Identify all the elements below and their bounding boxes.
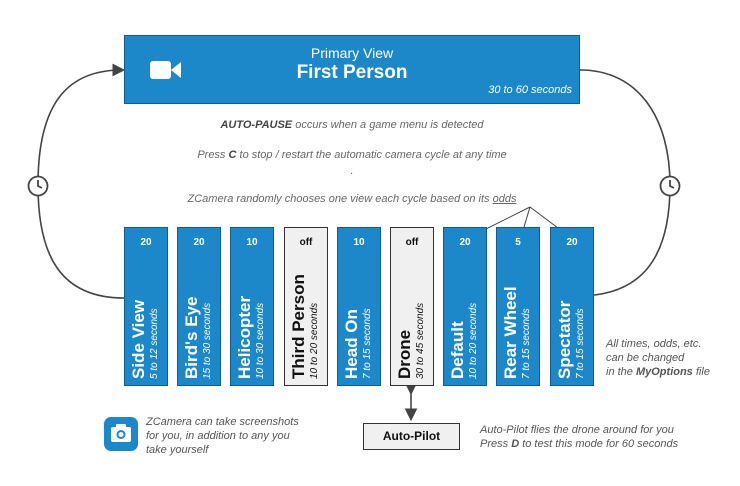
view-duration: 7 to 15 seconds xyxy=(575,308,586,379)
video-camera-icon xyxy=(149,58,183,82)
view-name: Head On xyxy=(342,309,361,379)
view-duration: 7 to 15 seconds xyxy=(521,308,532,379)
autopause-text: occurs when a game menu is detected xyxy=(292,119,484,131)
view-duration: 15 to 30 seconds xyxy=(202,302,213,379)
view-odds: off xyxy=(299,237,313,248)
options-note-line3: in the MyOptions file xyxy=(606,366,710,378)
primary-view-subtitle: Primary View xyxy=(310,45,394,61)
clock-icon xyxy=(27,175,49,197)
view-name: Default xyxy=(448,321,467,379)
autopilot-note-line2: Press D to test this mode for 60 seconds xyxy=(480,438,679,450)
odds-word: odds xyxy=(492,193,517,205)
view-name: Drone xyxy=(395,329,414,379)
view-odds: 20 xyxy=(459,237,471,248)
view-duration: 30 to 45 seconds xyxy=(415,302,426,379)
view-duration: 7 to 15 seconds xyxy=(362,308,373,379)
screenshot-note: ZCamera can take screenshots for you, in… xyxy=(146,415,299,457)
camera-icon xyxy=(104,417,138,451)
autopilot-box: Auto-Pilot xyxy=(363,423,460,450)
press-c-key: C xyxy=(228,149,237,161)
primary-view-box: Primary View First Person 30 to 60 secon… xyxy=(124,35,580,104)
view-name: Bird's Eye xyxy=(182,296,201,379)
view-odds: off xyxy=(405,237,419,248)
odds-note-text: ZCamera randomly chooses one view each c… xyxy=(187,193,493,205)
view-odds: 5 xyxy=(515,237,521,248)
view-odds: 10 xyxy=(353,237,365,248)
press-c-pre: Press xyxy=(197,149,229,161)
view-name: Rear Wheel xyxy=(501,286,520,379)
view-duration: 10 to 20 seconds xyxy=(468,302,479,379)
view-odds: 20 xyxy=(566,237,578,248)
press-c-text: to stop / restart the automatic camera c… xyxy=(236,149,507,161)
view-odds: 20 xyxy=(140,237,152,248)
myoptions-filename: MyOptions xyxy=(635,366,693,378)
primary-view-title: First Person xyxy=(296,62,408,83)
view-name: Helicopter xyxy=(235,295,254,379)
screenshot-note-line1: ZCamera can take screenshots xyxy=(146,416,299,428)
screenshot-note-line3: take yourself xyxy=(146,444,209,456)
autopilot-note: Auto-Pilot flies the drone around for yo… xyxy=(480,423,678,451)
view-odds: 10 xyxy=(246,237,258,248)
primary-view-time: 30 to 60 seconds xyxy=(488,84,572,96)
view-duration: 5 to 12 seconds xyxy=(149,308,160,379)
autopilot-note-line1: Auto-Pilot flies the drone around for yo… xyxy=(480,424,674,436)
view-duration: 10 to 20 seconds xyxy=(309,302,320,379)
odds-note: ZCamera randomly chooses one view each c… xyxy=(124,193,580,205)
options-note: All times, odds, etc. can be changed in … xyxy=(606,337,710,379)
autopilot-key: D xyxy=(511,438,520,450)
press-c-note: Press C to stop / restart the automatic … xyxy=(124,149,580,161)
autopause-label: AUTO-PAUSE xyxy=(220,119,293,131)
dot-note: . xyxy=(350,165,354,177)
autopause-note: AUTO-PAUSE occurs when a game menu is de… xyxy=(124,119,580,131)
clock-icon xyxy=(659,175,681,197)
left-cycle-arrow xyxy=(37,63,126,299)
screenshot-note-line2: for you, in addition to any you xyxy=(146,430,290,442)
view-duration: 10 to 30 seconds xyxy=(255,302,266,379)
view-name: Side View xyxy=(129,299,148,379)
options-note-line1: All times, odds, etc. xyxy=(606,338,702,350)
view-name: Third Person xyxy=(289,274,308,379)
options-note-line2: can be changed xyxy=(606,352,685,364)
view-odds: 20 xyxy=(193,237,205,248)
view-name: Spectator xyxy=(555,300,574,379)
